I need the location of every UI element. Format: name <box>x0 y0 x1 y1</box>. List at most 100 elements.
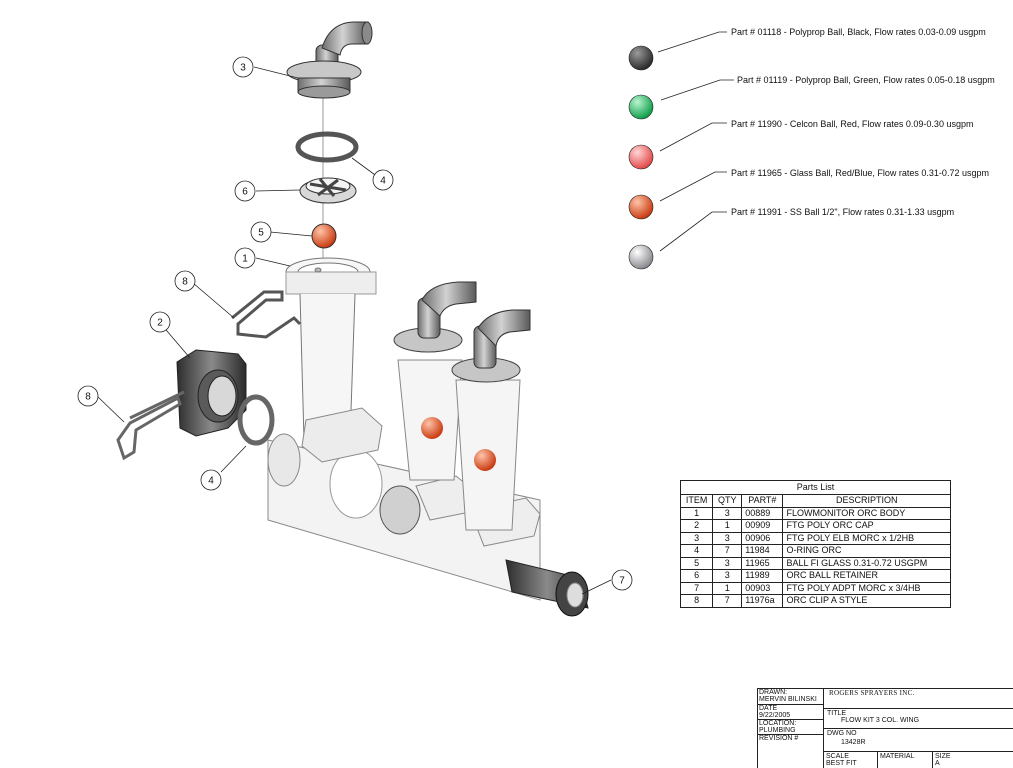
balloon-7 <box>611 569 633 591</box>
ball-retainer-part <box>299 177 357 204</box>
balloon-number: 5 <box>258 228 264 239</box>
ball-swatch-ss <box>628 244 654 270</box>
balloon-2 <box>149 311 171 333</box>
parts-list-title: Parts List <box>680 480 951 495</box>
o-ring-part <box>237 394 275 446</box>
ball-label: Part # 11990 - Celcon Ball, Red, Flow ra… <box>731 119 973 129</box>
qty-cell: 3 <box>712 531 743 545</box>
ball-swatch-red-blue <box>628 194 654 220</box>
balloon-number: 4 <box>380 176 386 187</box>
qty-cell: 3 <box>712 556 743 570</box>
balloon-number: 2 <box>157 318 163 329</box>
column-header: ITEM <box>679 494 714 508</box>
manifold-assembly <box>267 281 589 617</box>
location-value: PLUMBING <box>759 727 796 734</box>
drawn-by: MERVIN BILINSKI <box>759 696 817 703</box>
dwg-no-label: DWG NO <box>827 730 857 737</box>
description-cell: ORC BALL RETAINER <box>782 569 951 583</box>
balloon-number: 3 <box>240 63 246 74</box>
part-number-cell: 00889 <box>741 506 784 520</box>
balloon-5 <box>250 221 272 243</box>
ball-swatch-black <box>628 45 654 71</box>
revision-label: REVISION # <box>759 735 799 742</box>
drawn-label: DRAWN: <box>759 689 788 696</box>
ball-label: Part # 01118 - Polyprop Ball, Black, Flo… <box>731 27 986 37</box>
item-cell: 5 <box>679 556 714 570</box>
material-label: MATERIAL <box>880 753 915 760</box>
ball-label: Part # 01119 - Polyprop Ball, Green, Flo… <box>737 75 995 85</box>
drawing-title: FLOW KIT 3 COL. WING <box>841 717 920 724</box>
scale-value: BEST FIT <box>826 760 857 767</box>
ball-legend <box>628 45 654 270</box>
part-number-cell: 00906 <box>741 531 784 545</box>
balloon-4 <box>200 469 222 491</box>
item-balloon-numbers: 3 4 6 5 1 8 2 8 4 7 <box>85 63 625 587</box>
part-number-cell: 11965 <box>741 556 784 570</box>
item-cell: 2 <box>679 519 714 533</box>
balloon-number: 8 <box>182 277 188 288</box>
glass-ball-part <box>311 223 337 249</box>
date-value: 9/22/2005 <box>759 712 791 719</box>
balloon-1 <box>234 247 256 269</box>
exploded-stack <box>231 21 377 441</box>
part-number-cell: 11984 <box>741 544 784 558</box>
part-number-cell: 11976a <box>741 594 784 608</box>
qty-cell: 7 <box>712 594 743 608</box>
adapter-assembly <box>116 349 275 461</box>
balloon-number: 4 <box>208 476 214 487</box>
part-number-cell: 00903 <box>741 581 784 595</box>
qty-cell: 7 <box>712 544 743 558</box>
size-label: SIZE <box>935 753 951 760</box>
description-cell: FTG POLY ADPT MORC x 3/4HB <box>782 581 951 595</box>
column-header: DESCRIPTION <box>782 494 951 508</box>
description-cell: FTG POLY ORC CAP <box>782 519 951 533</box>
size-value: A <box>935 760 940 767</box>
title-block: DRAWN: MERVIN BILINSKI DATE 9/22/2005 LO… <box>757 688 1013 768</box>
balloon-6 <box>234 180 256 202</box>
balloon-number: 6 <box>242 187 248 198</box>
description-cell: BALL FI GLASS 0.31-0.72 USGPM <box>782 556 951 570</box>
column-header: PART# <box>741 494 784 508</box>
balloon-8 <box>174 270 196 292</box>
item-cell: 3 <box>679 531 714 545</box>
item-balloons <box>77 56 633 595</box>
company-name: ROGERS SPRAYERS INC. <box>829 690 915 697</box>
item-cell: 1 <box>679 506 714 520</box>
balloon-number: 8 <box>85 392 91 403</box>
scale-label: SCALE <box>826 753 849 760</box>
date-label: DATE <box>759 705 778 712</box>
balloon-4 <box>372 169 394 191</box>
ball-swatch-red <box>628 144 654 170</box>
ball-label: Part # 11991 - SS Ball 1/2", Flow rates … <box>731 207 954 217</box>
item-cell: 8 <box>679 594 714 608</box>
ball-swatch-green <box>628 94 654 120</box>
item-cell: 6 <box>679 569 714 583</box>
clip-part <box>231 290 302 339</box>
o-ring-part <box>295 131 359 163</box>
part-number-cell: 11989 <box>741 569 784 583</box>
item-cell: 7 <box>679 581 714 595</box>
qty-cell: 3 <box>712 569 743 583</box>
qty-cell: 3 <box>712 506 743 520</box>
balloon-number: 1 <box>242 254 248 265</box>
description-cell: FTG POLY ELB MORC x 1/2HB <box>782 531 951 545</box>
column-header: QTY <box>712 494 743 508</box>
flowmonitor-body-part <box>285 257 377 441</box>
elbow-cap-part <box>286 21 373 99</box>
item-cell: 4 <box>679 544 714 558</box>
ball-leader-lines <box>657 31 734 252</box>
balloon-8 <box>77 385 99 407</box>
dwg-no-value: 13428R <box>841 739 866 746</box>
balloon-number: 7 <box>619 576 625 587</box>
location-label: LOCATION: <box>759 720 797 727</box>
description-cell: FLOWMONITOR ORC BODY <box>782 506 951 520</box>
